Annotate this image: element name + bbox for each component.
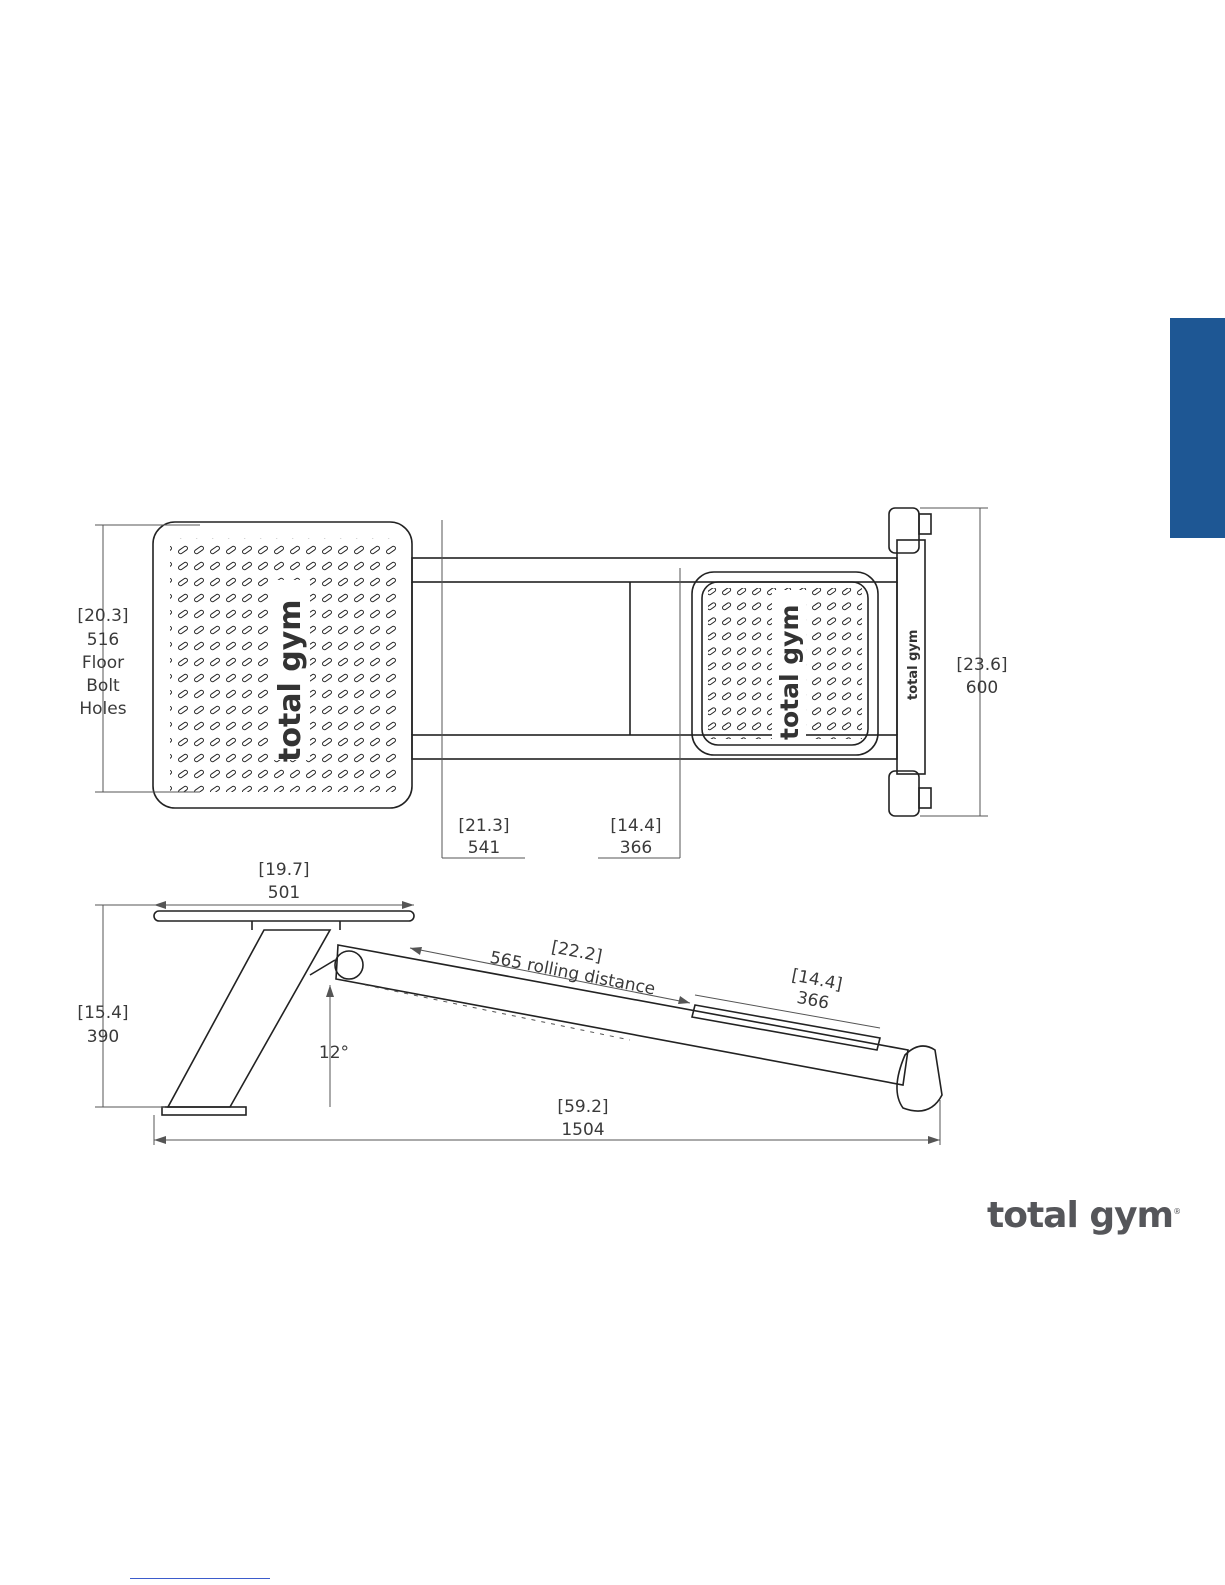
dim-platform-in: [19.7] [258,860,309,880]
svg-text:Bolt: Bolt [86,676,120,696]
pad-logo: total gym [775,605,804,740]
pivot [335,951,363,979]
dim-depth-mm: 541 [468,838,500,858]
dim-platform-mm: 501 [268,883,300,903]
dim-width-mm: 600 [966,678,998,698]
top-rail [412,558,897,582]
platform-side [154,911,414,921]
dim-length-in: [59.2] [557,1097,608,1117]
dim-pad-offset-in: [14.4] [610,816,661,836]
foot-plate [162,1107,246,1115]
dim-height-mm: 390 [87,1027,119,1047]
platform-logo: total gym [273,599,308,762]
dim-floor-bolt-mm: 516 [87,630,119,650]
svg-text:Holes: Holes [79,699,126,719]
dim-height-in: [15.4] [77,1003,128,1023]
dim-length-mm: 1504 [561,1120,604,1140]
top-view: total gym total gym total gym [20.3] 516… [72,508,1008,858]
side-view: [19.7] 501 [22.2] 565 rolling distance [… [77,860,942,1145]
dim-depth-in: [21.3] [458,816,509,836]
brand-logo: total gym® [987,1195,1180,1236]
incline-rail [336,945,908,1085]
support-leg [168,930,330,1107]
svg-text:total gym: total gym [906,630,921,700]
dim-angle: 12° [319,1043,349,1063]
dim-floor-bolt-in: [20.3] [77,606,128,626]
svg-text:Floor: Floor [82,653,124,673]
end-cap-bottom [889,771,919,816]
dim-width-in: [23.6] [956,655,1007,675]
footer-link[interactable] [130,1578,270,1579]
dim-pad-offset-mm: 366 [620,838,652,858]
end-cap-top [889,508,919,553]
